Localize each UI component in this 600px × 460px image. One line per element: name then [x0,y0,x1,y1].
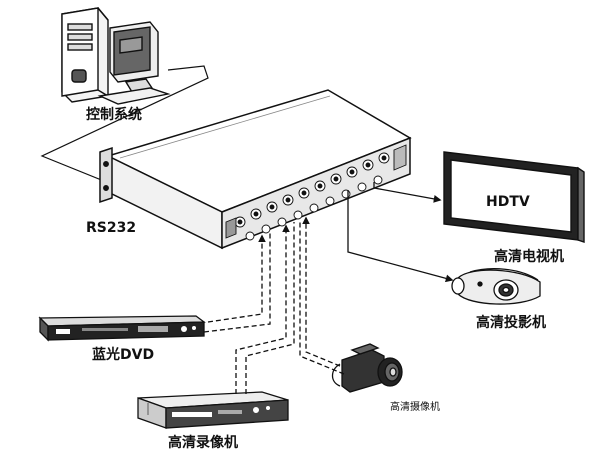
hd-projector-label: 高清投影机 [476,315,546,331]
hd-camera-icon [331,343,403,393]
hdtv-screen-text: HDTV [486,194,530,210]
hdtv-icon [443,151,585,243]
input-cables [203,216,345,394]
rs232-label: RS232 [86,220,137,236]
hd-camera-label: 高清摄像机 [390,402,440,413]
output-cables [347,182,454,283]
computer-icon [61,7,171,105]
hd-recorder-icon [137,391,289,429]
bluray-player-icon [38,315,206,342]
hd-tv-label: 高清电视机 [494,249,564,265]
control-system-label: 控制系统 [86,107,142,123]
hd-recorder-label: 高清录像机 [168,435,238,451]
matrix-switcher [99,89,412,250]
projector-icon [451,268,541,305]
bluray-dvd-label: 蓝光DVD [92,347,155,363]
